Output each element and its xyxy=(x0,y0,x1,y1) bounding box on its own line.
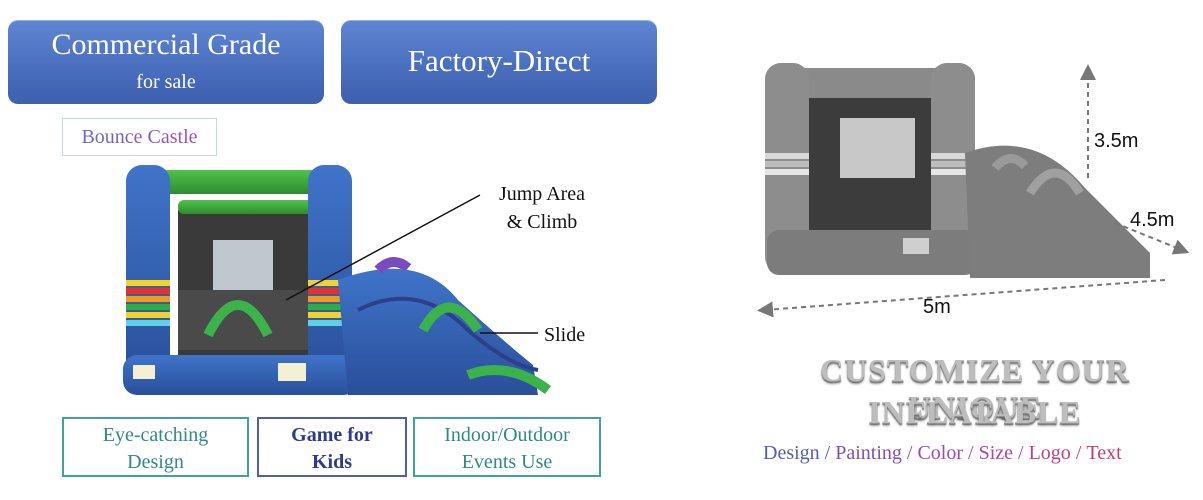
feature-indoor-outdoor: Indoor/Outdoor Events Use xyxy=(413,417,601,477)
grayscale-bounce-castle-image xyxy=(757,63,1190,318)
factory-direct-banner: Factory-Direct xyxy=(341,20,657,104)
feature-indoor-line1: Indoor/Outdoor xyxy=(444,424,570,446)
depth-dimension: 4.5m xyxy=(1130,209,1175,231)
customization-options: Design / Painting / Color / Size / Logo … xyxy=(763,440,1193,466)
option-separator: / xyxy=(1075,442,1082,464)
option-separator: / xyxy=(906,442,913,464)
feature-eye-catching-line2: Design xyxy=(127,451,184,473)
width-dimension: 5m xyxy=(923,296,951,318)
bounce-castle-tag: Bounce Castle xyxy=(62,118,217,156)
option-painting: Painting xyxy=(835,442,902,464)
jump-area-line1: Jump Area xyxy=(498,183,586,205)
customize-heading-line2: INFLATABLE xyxy=(868,394,1082,430)
for-sale-subtitle: for sale xyxy=(136,71,196,93)
height-dimension: 3.5m xyxy=(1094,130,1139,152)
colored-bounce-castle-image xyxy=(123,165,551,395)
jump-area-annotation: Jump Area & Climb xyxy=(487,180,597,236)
feature-game-for-kids: Game for Kids xyxy=(257,417,407,477)
jump-area-line2: & Climb xyxy=(506,211,578,233)
feature-game-line2: Kids xyxy=(311,451,353,473)
feature-eye-catching: Eye-catching Design xyxy=(62,417,249,477)
feature-eye-catching-line1: Eye-catching xyxy=(102,424,209,446)
option-design: Design xyxy=(763,442,820,464)
option-separator: / xyxy=(968,442,974,464)
slide-annotation: Slide xyxy=(544,324,586,346)
feature-game-line1: Game for xyxy=(291,424,373,446)
customize-heading-line1: CUSTOMIZE YOUR UNIQUE xyxy=(819,352,1131,425)
option-separator: / xyxy=(824,442,831,464)
option-text: Text xyxy=(1086,442,1122,464)
commercial-grade-banner: Commercial Grade for sale xyxy=(8,20,324,104)
option-separator: / xyxy=(1018,442,1024,464)
option-size: Size xyxy=(978,442,1014,464)
option-logo: Logo xyxy=(1028,442,1071,464)
commercial-grade-title: Commercial Grade xyxy=(51,28,281,61)
feature-indoor-line2: Events Use xyxy=(461,451,553,473)
factory-direct-label: Factory-Direct xyxy=(407,43,591,78)
option-color: Color xyxy=(917,442,964,464)
